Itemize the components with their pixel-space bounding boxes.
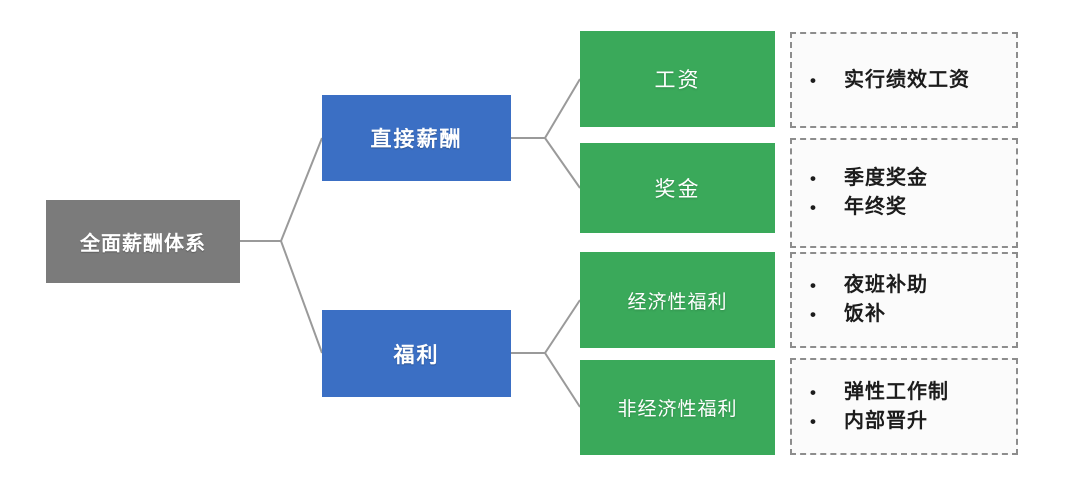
detail-box-bonus: • 季度奖金 • 年终奖 [790, 138, 1018, 248]
detail-text: 饭补 [844, 303, 886, 325]
bullet-icon: • [810, 305, 816, 324]
bullet-icon: • [810, 411, 816, 431]
list-item: • 实行绩效工资 [806, 66, 1016, 95]
node-branch-direct-compensation[interactable]: 直接薪酬 [322, 95, 511, 181]
node-leaf-economic-benefits[interactable]: 经济性福利 [580, 252, 775, 348]
list-item: • 夜班补助 [806, 271, 1016, 300]
detail-box-salary: • 实行绩效工资 [790, 32, 1018, 128]
node-leaf-label: 非经济性福利 [617, 399, 738, 420]
node-branch-label: 福利 [393, 343, 440, 367]
bullet-icon: • [810, 70, 816, 90]
detail-text: 季度奖金 [844, 167, 928, 189]
node-leaf-label: 工资 [654, 69, 701, 92]
list-item: • 弹性工作制 [806, 378, 1016, 407]
node-branch-label: 直接薪酬 [370, 128, 463, 151]
detail-text: 弹性工作制 [844, 380, 949, 403]
node-leaf-bonus[interactable]: 奖金 [580, 143, 775, 233]
node-leaf-salary[interactable]: 工资 [580, 31, 775, 127]
list-item: • 季度奖金 [806, 164, 1016, 193]
bullet-icon: • [810, 169, 816, 188]
detail-box-non-economic-benefits: • 弹性工作制 • 内部晋升 [790, 358, 1018, 455]
node-leaf-label: 奖金 [654, 178, 701, 201]
list-item: • 内部晋升 [806, 407, 1016, 436]
bullet-icon: • [810, 382, 816, 402]
node-root-label: 全面薪酬体系 [80, 233, 206, 255]
node-leaf-non-economic-benefits[interactable]: 非经济性福利 [580, 360, 775, 455]
detail-box-economic-benefits: • 夜班补助 • 饭补 [790, 252, 1018, 348]
node-branch-benefits[interactable]: 福利 [322, 310, 511, 397]
detail-text: 实行绩效工资 [844, 68, 970, 91]
list-item: • 饭补 [806, 300, 1016, 329]
bullet-icon: • [810, 198, 816, 217]
detail-text: 夜班补助 [844, 274, 928, 296]
detail-text: 内部晋升 [844, 409, 928, 432]
detail-text: 年终奖 [844, 196, 907, 218]
bullet-icon: • [810, 276, 816, 295]
node-leaf-label: 经济性福利 [627, 291, 728, 313]
list-item: • 年终奖 [806, 193, 1016, 222]
node-root[interactable]: 全面薪酬体系 [46, 200, 240, 283]
